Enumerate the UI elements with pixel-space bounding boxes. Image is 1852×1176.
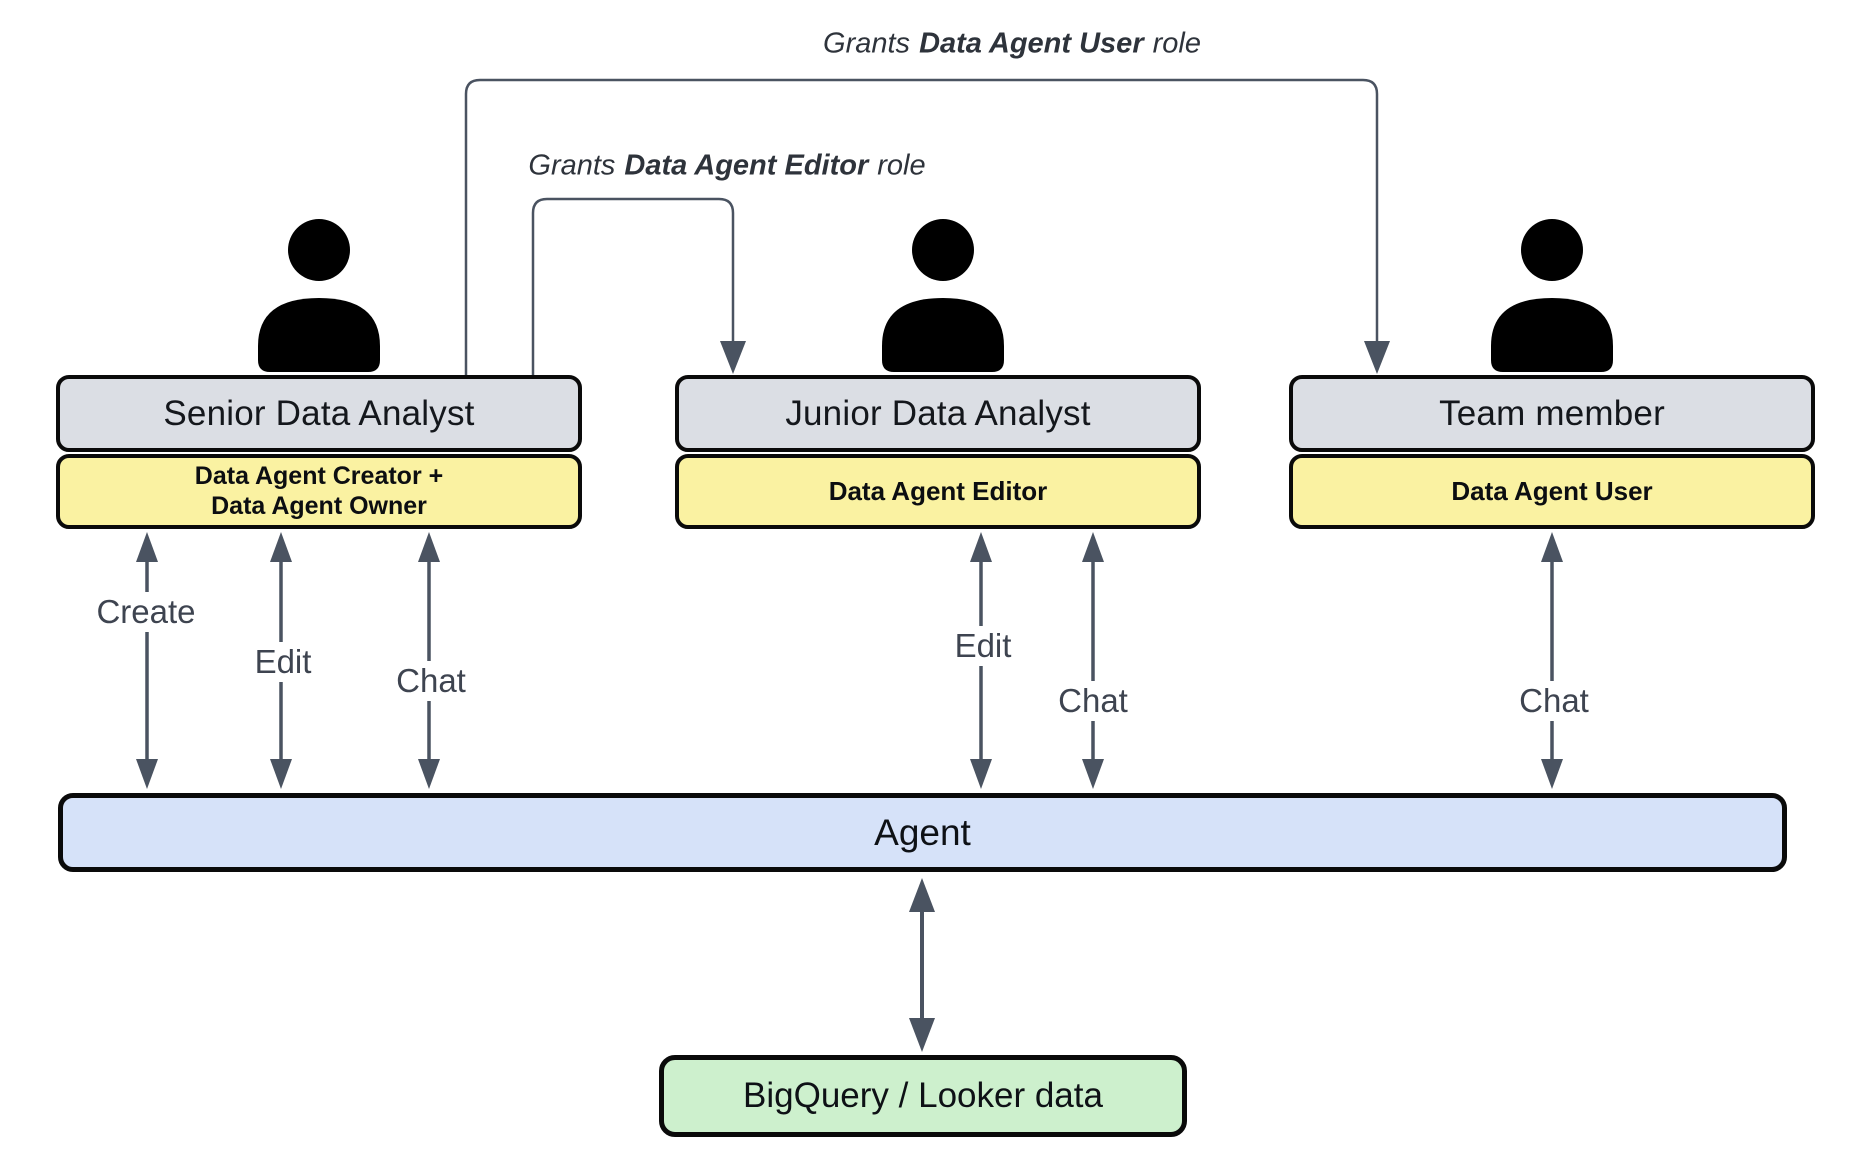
role-badge: Data Agent Creator + Data Agent Owner — [56, 454, 582, 529]
arrow-create — [136, 532, 158, 789]
agent-box: Agent — [58, 793, 1787, 872]
grant-connector-user — [464, 78, 1390, 375]
person-icon-junior — [882, 219, 1004, 372]
action-label-chat-team: Chat — [1512, 681, 1596, 721]
role-line: Data Agent Creator + — [194, 462, 444, 490]
card-title: Senior Data Analyst — [56, 375, 582, 452]
action-label-chat-junior: Chat — [1051, 681, 1135, 721]
arrow-chat-team — [1541, 532, 1563, 789]
grant-prefix: Grants — [823, 27, 911, 60]
grant-role: Data Agent User — [919, 27, 1144, 60]
action-label-edit-junior: Edit — [947, 626, 1019, 666]
role-badge: Data Agent Editor — [675, 454, 1201, 529]
card-junior-data-analyst: Junior Data Analyst Data Agent Editor — [675, 375, 1201, 529]
datasource-label: BigQuery / Looker data — [743, 1076, 1103, 1115]
grant-label-user: Grants Data Agent User role — [823, 28, 1201, 61]
person-icon-team — [1491, 219, 1613, 372]
role-line: Data Agent Owner — [211, 491, 427, 520]
card-team-member: Team member Data Agent User — [1289, 375, 1815, 529]
grant-label-editor: Grants Data Agent Editor role — [528, 150, 925, 183]
grant-connector-editor — [531, 197, 746, 375]
arrow-chat-junior — [1082, 532, 1104, 789]
role-badge: Data Agent User — [1289, 454, 1815, 529]
datasource-box: BigQuery / Looker data — [659, 1055, 1187, 1137]
card-title: Team member — [1289, 375, 1815, 452]
action-label-chat-senior: Chat — [389, 661, 473, 701]
person-icon-senior — [258, 219, 380, 372]
arrow-agent-data — [909, 878, 935, 1052]
agent-label: Agent — [874, 811, 971, 853]
role-line: Data Agent User — [1451, 476, 1653, 507]
grant-suffix: role — [1152, 27, 1201, 60]
grant-prefix: Grants — [528, 149, 616, 182]
card-senior-data-analyst: Senior Data Analyst Data Agent Creator +… — [56, 375, 582, 529]
grant-role: Data Agent Editor — [624, 149, 869, 182]
role-line: Data Agent Editor — [828, 476, 1048, 507]
grant-suffix: role — [877, 149, 926, 182]
action-label-create: Create — [89, 592, 203, 632]
card-title: Junior Data Analyst — [675, 375, 1201, 452]
action-label-edit-senior: Edit — [247, 642, 319, 682]
